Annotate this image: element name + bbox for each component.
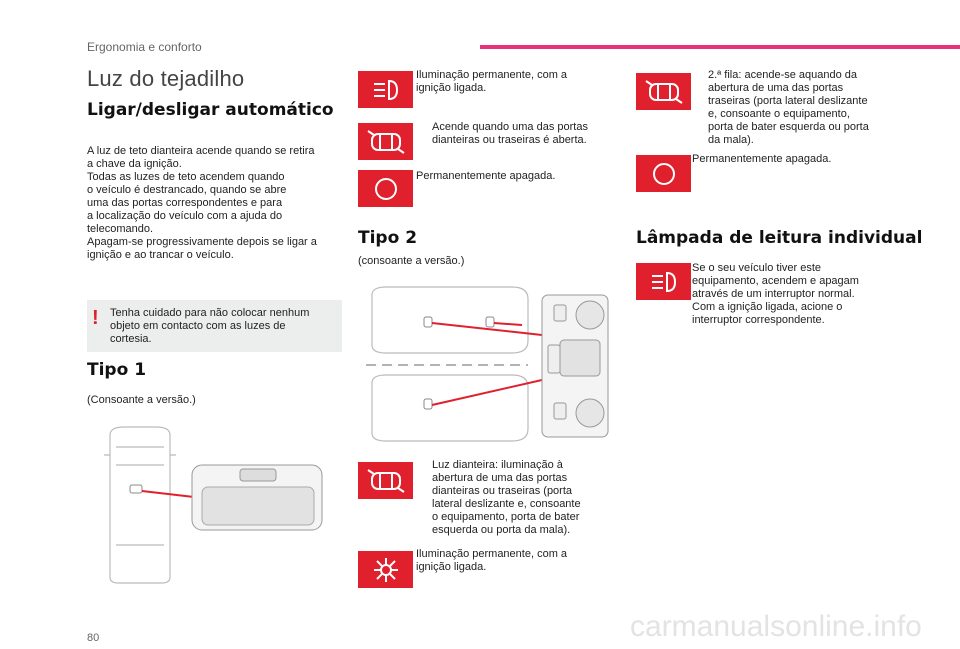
page-title: Luz do tejadilho bbox=[87, 66, 245, 91]
item-line: o equipamento, porta de bater bbox=[432, 511, 580, 523]
item-line: Permanentemente apagada. bbox=[692, 153, 832, 165]
tipo2-item-text: Iluminação permanente, com a ignição lig… bbox=[416, 548, 606, 574]
page-number: 80 bbox=[87, 632, 100, 644]
tipo2-car-diagram bbox=[366, 286, 609, 442]
item-line: Luz dianteira: iluminação à bbox=[432, 459, 563, 471]
item-line: 2.ª fila: acende-se aquando da bbox=[708, 69, 858, 81]
auto-heading: Ligar/desligar automático bbox=[87, 100, 334, 120]
header-accent-bar bbox=[480, 45, 960, 49]
item-line: equipamento, acendem e apagam bbox=[692, 275, 859, 287]
car-doors-icon bbox=[636, 73, 691, 110]
warning-line: Tenha cuidado para não colocar nenhum bbox=[110, 307, 310, 319]
item-line: porta de bater esquerda ou porta bbox=[708, 121, 869, 133]
warning-text: Tenha cuidado para não colocar nenhum ob… bbox=[110, 307, 335, 346]
watermark: carmanualsonline.info bbox=[630, 610, 922, 643]
headlight-on-icon bbox=[636, 263, 691, 300]
item-line: Iluminação permanente, com a bbox=[416, 548, 568, 560]
warning-box bbox=[87, 300, 342, 352]
auto-line: Apagam-se progressivamente depois se lig… bbox=[87, 236, 317, 248]
item-line: dianteiras ou traseiras (porta bbox=[432, 485, 573, 497]
item-line: interruptor correspondente. bbox=[692, 314, 825, 326]
tipo1-subtitle: (Consoante a versão.) bbox=[87, 394, 196, 406]
item-line: abertura de uma das portas bbox=[432, 472, 568, 484]
item-line: abertura de uma das portas bbox=[708, 82, 844, 94]
sun-icon bbox=[358, 551, 413, 588]
second-row-item-text: 2.ª fila: acende-se aquando da abertura … bbox=[708, 69, 898, 147]
auto-line: uma das portas correspondentes e para bbox=[87, 197, 283, 209]
car-doors-icon bbox=[358, 462, 413, 499]
circle-off-icon bbox=[636, 155, 691, 192]
item-line: ignição ligada. bbox=[416, 82, 487, 94]
item-line: ignição ligada. bbox=[416, 561, 487, 573]
item-line: traseiras (porta lateral deslizante bbox=[708, 95, 868, 107]
item-line: esquerda ou porta da mala). bbox=[432, 524, 571, 536]
item-line: através de um interruptor normal. bbox=[692, 288, 855, 300]
tipo2-item-text: Luz dianteira: iluminação à abertura de … bbox=[432, 459, 622, 537]
headlight-on-icon bbox=[358, 71, 413, 108]
auto-line: o veículo é destrancado, quando se abre bbox=[87, 184, 287, 196]
warning-line: cortesia. bbox=[110, 333, 152, 345]
item-line: Se o seu veículo tiver este bbox=[692, 262, 822, 274]
tipo2-heading: Tipo 2 bbox=[358, 228, 418, 248]
circle-off-icon bbox=[358, 170, 413, 207]
tipo1-item-text: Acende quando uma das portas dianteiras … bbox=[432, 121, 612, 147]
item-line: dianteiras ou traseiras é aberta. bbox=[432, 134, 587, 146]
tipo1-car-diagram bbox=[104, 426, 323, 584]
item-line: Com a ignição ligada, acione o bbox=[692, 301, 843, 313]
item-line: Permanentemente apagada. bbox=[416, 170, 556, 182]
item-line: da mala). bbox=[708, 134, 754, 146]
warning-icon: ! bbox=[92, 307, 99, 329]
item-line: lateral deslizante e, consoante bbox=[432, 498, 581, 510]
auto-line: Todas as luzes de teto acendem quando bbox=[87, 171, 285, 183]
auto-paragraph: A luz de teto dianteira acende quando se… bbox=[87, 145, 342, 262]
auto-line: a localização do veículo com a ajuda do bbox=[87, 210, 283, 222]
tipo1-item-text: Iluminação permanente, com a ignição lig… bbox=[416, 69, 596, 95]
auto-line: a chave da ignição. bbox=[87, 158, 182, 170]
car-doors-icon bbox=[358, 123, 413, 160]
auto-line: ignição e ao trancar o veículo. bbox=[87, 249, 234, 261]
lamp-heading: Lâmpada de leitura individual bbox=[636, 228, 923, 248]
tipo1-heading: Tipo 1 bbox=[87, 360, 147, 380]
item-line: Iluminação permanente, com a bbox=[416, 69, 568, 81]
item-line: e, consoante o equipamento, bbox=[708, 108, 850, 120]
tipo2-subtitle: (consoante a versão.) bbox=[358, 255, 465, 267]
section-header: Ergonomia e conforto bbox=[87, 40, 202, 54]
auto-line: telecomando. bbox=[87, 223, 154, 235]
warning-line: objeto em contacto com as luzes de bbox=[110, 320, 286, 332]
auto-line: A luz de teto dianteira acende quando se… bbox=[87, 145, 315, 157]
second-row-item-text: Permanentemente apagada. bbox=[692, 153, 882, 166]
tipo1-item-text: Permanentemente apagada. bbox=[416, 170, 596, 183]
lamp-item-text: Se o seu veículo tiver este equipamento,… bbox=[692, 262, 882, 327]
item-line: Acende quando uma das portas bbox=[432, 121, 588, 133]
